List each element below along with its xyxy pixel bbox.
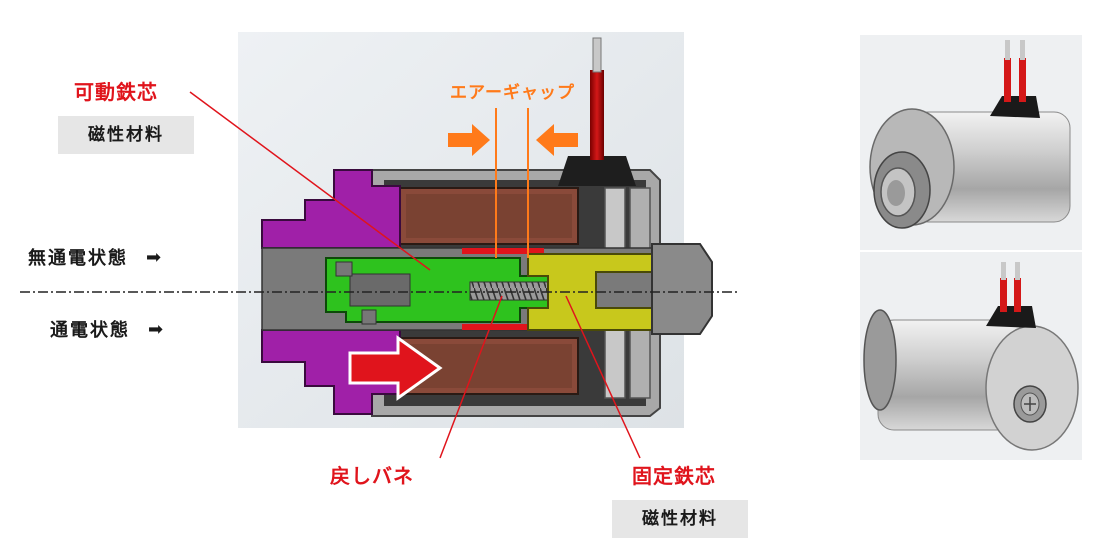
return-spring-leader — [439, 295, 503, 459]
coil-top-inner — [406, 194, 572, 238]
air-gap-label: エアーギャップ — [450, 83, 575, 103]
return-spring-label: 戻しバネ — [330, 464, 414, 488]
right-arrow-icon: ➡ — [148, 318, 164, 340]
energized-row: 通電状態 ➡ — [50, 316, 163, 342]
cutaway-diagram — [20, 32, 740, 459]
wire-red — [590, 70, 604, 160]
moving-core-pin — [335, 261, 353, 277]
moving-core-leader — [189, 91, 431, 271]
air-gap-arrow-left — [536, 124, 578, 156]
right-arrow-icon: ➡ — [146, 246, 162, 268]
moving-core-slot — [349, 273, 411, 307]
return-spring-part — [469, 281, 549, 301]
end-nut — [651, 243, 713, 335]
shading-ring-top — [462, 248, 544, 254]
air-gap-arrow-right — [448, 124, 490, 156]
wire-tip — [592, 37, 602, 73]
de-energized-label: 無通電状態 — [28, 248, 128, 269]
de-energized-row: 無通電状態 ➡ — [28, 244, 161, 270]
moving-core-label: 可動鉄芯 — [74, 80, 158, 104]
fixed-core-leader — [565, 295, 641, 459]
energized-label: 通電状態 — [50, 320, 130, 341]
movement-arrow — [348, 335, 443, 401]
fixed-core-material-tag: 磁性材料 — [612, 500, 748, 538]
moving-core-material-tag: 磁性材料 — [58, 116, 194, 154]
solenoid-photo-bottom — [860, 252, 1082, 460]
fixed-core-label: 固定鉄芯 — [632, 464, 716, 488]
moving-core-pin-2 — [361, 309, 377, 325]
solenoid-photo-top — [860, 35, 1082, 250]
connector-block — [558, 156, 636, 186]
shading-ring-bottom — [462, 324, 544, 330]
